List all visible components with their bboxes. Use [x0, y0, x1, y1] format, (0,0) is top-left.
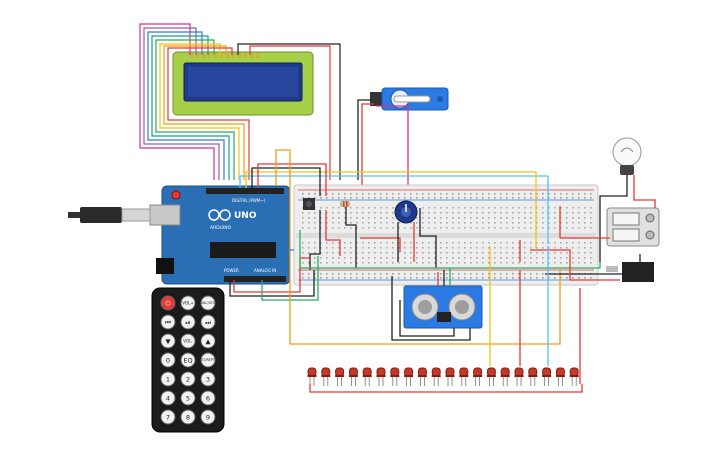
led-strip-wires [309, 246, 583, 393]
remote-button-vol-down[interactable]: VOL- [180, 333, 196, 349]
relay-driver[interactable] [606, 262, 654, 282]
remote-button-zero[interactable]: 0 [160, 352, 176, 368]
remote-button-label: ⏻ [165, 299, 170, 307]
remote-button-label: VOL+ [182, 300, 193, 305]
remote-button-three[interactable]: 3 [200, 371, 216, 387]
remote-button-down[interactable]: ▼ [160, 333, 176, 349]
led-strip [307, 367, 579, 386]
remote-button-five[interactable]: 5 [180, 390, 196, 406]
led[interactable] [459, 367, 469, 386]
remote-button-label: FUNC/STOP [199, 301, 217, 305]
relay-module[interactable] [606, 207, 660, 247]
led[interactable] [569, 367, 579, 386]
remote-button-label: 4 [166, 394, 170, 402]
lcd-ribbon-wires [139, 23, 341, 180]
remote-button-func-stop[interactable]: FUNC/STOP [199, 295, 217, 311]
breadboard-wires [309, 194, 561, 270]
bulb-relay-wires [599, 175, 656, 262]
remote-button-label: 9 [206, 413, 210, 421]
ultrasonic-sensor[interactable] [403, 285, 483, 329]
led[interactable] [486, 367, 496, 386]
led[interactable] [321, 367, 331, 386]
remote-button-label: VOL- [183, 338, 193, 343]
remote-button-label: ▲ [206, 337, 211, 345]
led[interactable] [348, 367, 358, 386]
remote-button-label: EQ [183, 356, 192, 364]
breadboard[interactable] [293, 184, 599, 286]
remote-button-st-rept[interactable]: ST/REPT [200, 352, 216, 368]
remote-button-six[interactable]: 6 [200, 390, 216, 406]
remote-button-grid: ⏻ VOL+ FUNC/STOP ⏮ ⏯ ⏭ ▼ VOL- ▲ 0 EQ ST/REPT 1 2 3 4 5 6 7… [160, 295, 217, 425]
led[interactable] [445, 367, 455, 386]
led[interactable] [528, 367, 538, 386]
remote-button-label: ST/REPT [201, 358, 214, 362]
remote-button-four[interactable]: 4 [160, 390, 176, 406]
lcd-display[interactable] [172, 51, 314, 116]
arduino-power-label: POWER [224, 268, 239, 273]
remote-button-label: 0 [166, 356, 170, 364]
led[interactable] [307, 367, 317, 386]
remote-button-label: 8 [186, 413, 190, 421]
remote-button-seven[interactable]: 7 [160, 409, 176, 425]
remote-button-label: 5 [186, 394, 190, 402]
arduino-analog-label: ANALOG IN [254, 268, 276, 273]
remote-button-eight[interactable]: 8 [180, 409, 196, 425]
remote-button-label: 6 [206, 394, 210, 402]
resistor[interactable] [340, 201, 350, 207]
led[interactable] [542, 367, 552, 386]
remote-button-label: 7 [166, 413, 170, 421]
light-bulb[interactable] [612, 137, 642, 175]
led[interactable] [362, 367, 372, 386]
remote-button-two[interactable]: 2 [180, 371, 196, 387]
arduino-digital-label: DIGITAL (PWM~) [232, 198, 266, 203]
led[interactable] [431, 367, 441, 386]
arduino-uno[interactable]: UNO ARDUINO DIGITAL (PWM~) POWER ANALOG … [149, 185, 291, 285]
remote-button-label: 2 [186, 375, 190, 383]
potentiometer[interactable] [394, 200, 418, 224]
remote-button-one[interactable]: 1 [160, 371, 176, 387]
led[interactable] [390, 367, 400, 386]
usb-cable [68, 207, 151, 223]
servo-motor[interactable] [370, 87, 449, 111]
remote-button-up[interactable]: ▲ [200, 333, 216, 349]
led[interactable] [404, 367, 414, 386]
arduino-model-label: UNO [234, 211, 257, 221]
remote-button-eq[interactable]: EQ [180, 352, 196, 368]
remote-button-label: 3 [206, 375, 210, 383]
remote-button-vol-up[interactable]: VOL+ [180, 295, 196, 311]
remote-button-label: 1 [166, 375, 170, 383]
led[interactable] [417, 367, 427, 386]
led[interactable] [335, 367, 345, 386]
led[interactable] [473, 367, 483, 386]
remote-button-label: ⏯ [185, 318, 190, 326]
arduino-brand-label: ARDUINO [210, 225, 232, 231]
remote-button-label: ⏮ [165, 318, 171, 326]
remote-button-label: ▼ [166, 337, 171, 345]
remote-button-next[interactable]: ⏭ [200, 314, 216, 330]
ultrasonic-wires [391, 268, 471, 341]
remote-button-nine[interactable]: 9 [200, 409, 216, 425]
led[interactable] [555, 367, 565, 386]
pushbutton[interactable] [303, 198, 315, 210]
remote-button-play-pause[interactable]: ⏯ [180, 314, 196, 330]
remote-button-prev[interactable]: ⏮ [160, 314, 176, 330]
remote-button-power[interactable]: ⏻ [160, 295, 176, 311]
led[interactable] [500, 367, 510, 386]
led[interactable] [514, 367, 524, 386]
remote-button-label: ⏭ [205, 318, 211, 326]
ir-remote[interactable]: ⏻ VOL+ FUNC/STOP ⏮ ⏯ ⏭ ▼ VOL- ▲ 0 EQ ST/REPT 1 2 3 4 5 6 7… [151, 287, 225, 433]
led[interactable] [376, 367, 386, 386]
